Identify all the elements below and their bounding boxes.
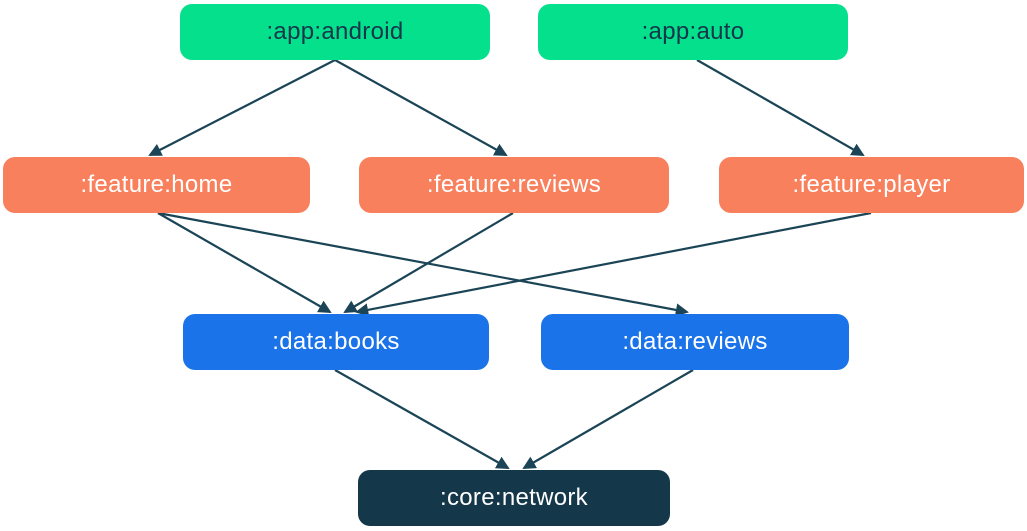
edge-data-books-to-core-network bbox=[334, 369, 510, 469]
node-feature-reviews: :feature:reviews bbox=[359, 157, 669, 213]
module-label: :core:network bbox=[440, 484, 588, 511]
edge-feature-home-to-data-reviews bbox=[157, 211, 689, 317]
module-label: :app:android bbox=[266, 18, 404, 45]
node-data-reviews: :data:reviews bbox=[541, 314, 849, 370]
edge-feature-reviews-to-data-books bbox=[343, 212, 514, 314]
module-label: :app:auto bbox=[641, 18, 745, 45]
node-app-android: :app:android bbox=[180, 4, 490, 60]
module-label: :data:reviews bbox=[622, 328, 768, 355]
node-feature-home: :feature:home bbox=[3, 157, 310, 213]
node-feature-player: :feature:player bbox=[719, 157, 1024, 213]
edge-data-reviews-to-core-network bbox=[522, 369, 694, 469]
node-app-auto: :app:auto bbox=[538, 4, 848, 60]
edge-feature-player-to-data-books bbox=[355, 211, 872, 317]
module-label: :feature:home bbox=[80, 171, 233, 198]
edge-app-android-to-feature-reviews bbox=[334, 59, 508, 156]
module-label: :feature:reviews bbox=[426, 171, 602, 198]
module-label: :data:books bbox=[272, 328, 400, 355]
edge-feature-home-to-data-books bbox=[157, 212, 332, 313]
edge-app-auto-to-feature-player bbox=[696, 59, 865, 156]
edge-app-android-to-feature-home bbox=[148, 59, 336, 156]
node-core-network: :core:network bbox=[358, 470, 670, 526]
module-label: :feature:player bbox=[792, 171, 951, 198]
node-data-books: :data:books bbox=[183, 314, 489, 370]
